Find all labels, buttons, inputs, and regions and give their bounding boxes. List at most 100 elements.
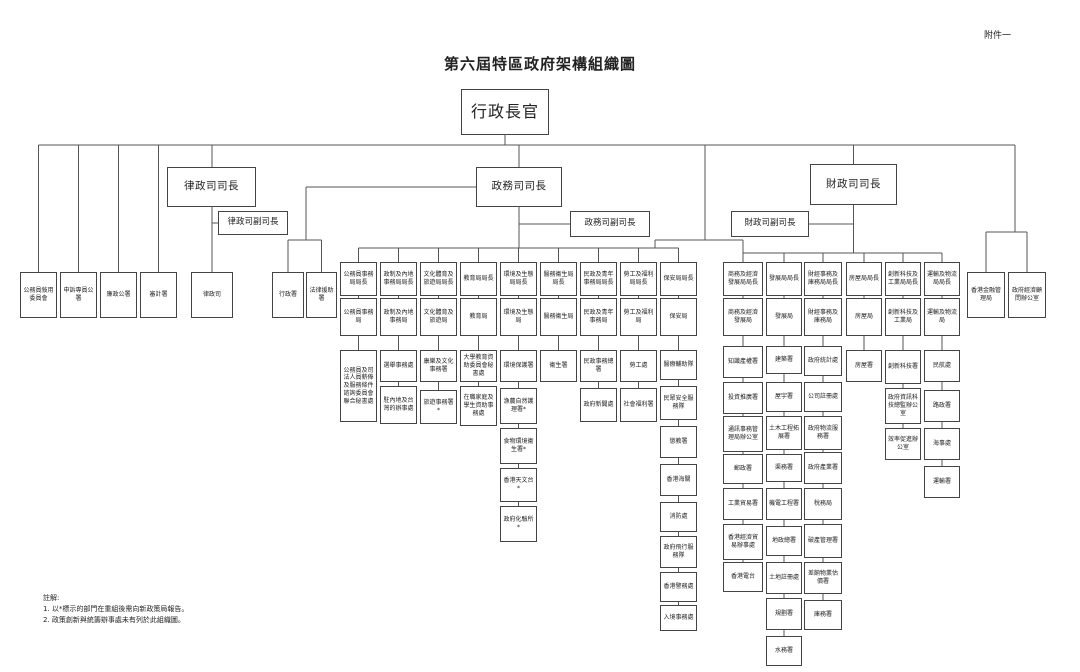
department-box: 政府產業署 — [804, 452, 842, 484]
page-title: 第六屆特區政府架構組織圖 — [443, 55, 636, 73]
department-box: 土地註冊處 — [766, 562, 802, 594]
department-box: 康樂及文化事務署 — [420, 350, 457, 382]
department-box: 創新科技署 — [885, 350, 921, 384]
independent-body-box: 公務員敍用委員會 — [20, 272, 57, 318]
department-box: 選舉事務處 — [380, 350, 417, 382]
bureau-box: 創新科技及工業局 — [885, 298, 921, 336]
bureau-secretary-box: 勞工及福利局局長 — [620, 262, 657, 296]
deputy-financial-secretary-box: 財政司副司長 — [731, 211, 809, 237]
department-box: 香港電台 — [723, 562, 763, 592]
department-box: 稅務局 — [804, 488, 842, 520]
bureau-box: 民政及青年事務局 — [580, 298, 617, 336]
department-box: 社會福利署 — [620, 388, 657, 422]
department-box: 勞工處 — [620, 350, 657, 382]
bureau-secretary-box: 財經事務及庫務局局長 — [804, 262, 842, 296]
department-box: 規劃署 — [766, 598, 802, 630]
bureau-box: 保安局 — [660, 298, 697, 336]
department-box: 地政總署 — [766, 526, 802, 556]
bureau-box: 商務及經濟發展局 — [723, 298, 763, 336]
deputy-chief-secretary-box: 政務司副司長 — [570, 211, 650, 237]
department-box: 房屋署 — [846, 350, 882, 382]
department-box: 法律援助署 — [306, 272, 337, 318]
department-box: 食物環境衞生署* — [500, 428, 537, 464]
notes-heading: 註解: — [43, 594, 60, 602]
department-box: 香港天文台* — [500, 468, 537, 502]
department-box: 醫療輔助隊 — [660, 350, 697, 380]
department-box: 公務員及司法人員薪俸及服務條件諮詢委員會聯合秘書處 — [340, 350, 377, 422]
department-box: 民政事務總署 — [580, 350, 617, 382]
note-item: 1. 以*標示的部門在重組後需向新政策局報告。 — [43, 605, 189, 613]
department-box: 入境事務處 — [660, 605, 697, 631]
bureau-secretary-box: 公務員事務局局長 — [340, 262, 377, 296]
bureau-box: 文化體育及旅遊局 — [420, 298, 457, 336]
secretary-for-justice-box: 律政司司長 — [167, 167, 256, 207]
bureau-secretary-box: 創新科技及工業局局長 — [885, 262, 921, 296]
department-box: 庫務署 — [804, 600, 842, 630]
department-box: 政府飛行服務隊 — [660, 536, 697, 568]
department-box: 衞生署 — [540, 350, 577, 382]
department-box: 機電工程署 — [766, 488, 802, 520]
department-box: 香港海關 — [660, 464, 697, 496]
department-box: 水務署 — [766, 636, 802, 666]
department-box: 香港經濟貿易辦事處 — [723, 524, 763, 560]
department-box: 民眾安全服務隊 — [660, 386, 697, 420]
department-box: 大學教育資助委員會秘書處 — [460, 350, 497, 382]
department-box: 通訊事務管理局辦公室 — [723, 416, 763, 452]
department-box: 政府物流服務署 — [804, 416, 842, 450]
department-box: 行政署 — [272, 272, 304, 318]
independent-body-box: 廉政公署 — [100, 272, 137, 318]
bureau-box: 勞工及福利局 — [620, 298, 657, 336]
department-box: 在職家庭及學生資助事務處 — [460, 386, 497, 426]
bureau-secretary-box: 文化體育及旅遊局局長 — [420, 262, 457, 296]
department-box: 漁農自然護理署* — [500, 388, 537, 424]
bureau-box: 發展局 — [766, 298, 802, 336]
bureau-secretary-box: 環境及生態局局長 — [500, 262, 537, 296]
bureau-secretary-box: 政制及內地事務局局長 — [380, 262, 417, 296]
department-box: 懲教署 — [660, 426, 697, 458]
bureau-secretary-box: 醫務衞生局局長 — [540, 262, 577, 296]
department-box: 知識產權署 — [723, 346, 763, 378]
bureau-box: 教育局 — [460, 298, 497, 336]
department-box: 香港警務處 — [660, 572, 697, 602]
bureau-box: 運輸及物流局 — [924, 298, 960, 336]
department-box: 海事處 — [924, 428, 960, 460]
department-box: 政府統計處 — [804, 346, 842, 376]
department-box: 駐內地及台灣的辦事處 — [380, 386, 417, 424]
bureau-secretary-box: 保安局局長 — [660, 262, 697, 296]
department-box: 郵政署 — [723, 454, 763, 484]
office-box: 政府經濟顧問辦公室 — [1008, 272, 1046, 318]
department-box: 渠務署 — [766, 454, 802, 482]
department-box: 政府資訊科技總監辦公室 — [885, 388, 921, 424]
bureau-secretary-box: 發展局局長 — [766, 262, 802, 296]
bureau-secretary-box: 運輸及物流局局長 — [924, 262, 960, 296]
department-box: 建築署 — [766, 346, 802, 374]
independent-body-box: 申訴專員公署 — [60, 272, 97, 318]
department-box: 律政司 — [191, 272, 233, 318]
department-box: 差餉物業估價署 — [804, 562, 842, 594]
office-box: 香港金融管理局 — [967, 272, 1005, 318]
chief-executive-box: 行政長官 — [461, 89, 549, 135]
bureau-secretary-box: 民政及青年事務局局長 — [580, 262, 617, 296]
chief-secretary-box: 政務司司長 — [476, 167, 562, 207]
bureau-secretary-box: 教育局局長 — [460, 262, 497, 296]
bureau-box: 政制及內地事務局 — [380, 298, 417, 336]
department-box: 公司註冊處 — [804, 382, 842, 412]
department-box: 民航處 — [924, 350, 960, 382]
bureau-box: 房屋局 — [846, 298, 882, 336]
financial-secretary-box: 財政司司長 — [810, 164, 897, 205]
note-item: 2. 政策創新與統籌辦事處未有列於此組織圖。 — [43, 616, 185, 624]
department-box: 工業貿易署 — [723, 488, 763, 520]
deputy-secretary-for-justice-box: 律政司副司長 — [218, 211, 288, 235]
department-box: 屋宇署 — [766, 382, 802, 412]
department-box: 土木工程拓展署 — [766, 416, 802, 450]
independent-body-box: 審計署 — [140, 272, 177, 318]
department-box: 旅遊事務署* — [420, 390, 457, 424]
department-box: 消防處 — [660, 502, 697, 532]
bureau-secretary-box: 房屋局局長 — [846, 262, 882, 296]
department-box: 政府化驗所* — [500, 506, 537, 542]
department-box: 效率促進辦公室 — [885, 428, 921, 460]
department-box: 路政署 — [924, 390, 960, 422]
notes-section: 註解: 1. 以*標示的部門在重組後需向新政策局報告。 2. 政策創新與統籌辦事… — [43, 593, 188, 626]
department-box: 破產管理署 — [804, 524, 842, 558]
